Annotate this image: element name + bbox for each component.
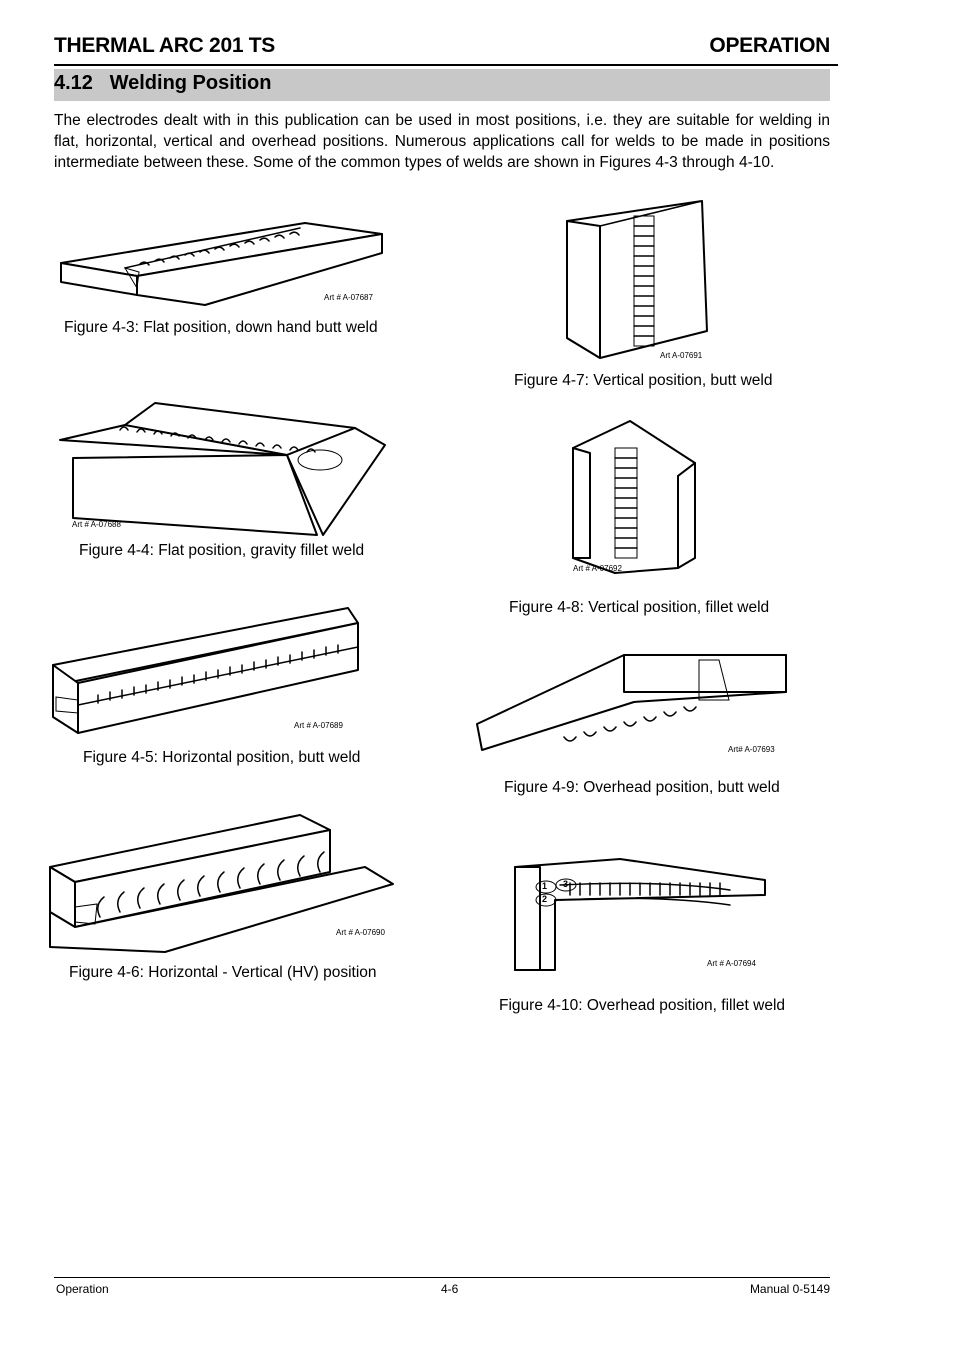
- figure-4-4-caption: Figure 4-4: Flat position, gravity fille…: [79, 542, 365, 559]
- intro-paragraph: The electrodes dealt with in this public…: [54, 112, 830, 171]
- section-title: 4.12 Welding Position: [54, 72, 272, 94]
- figure-4-6-caption: Figure 4-6: Horizontal - Vertical (HV) p…: [69, 964, 377, 981]
- figure-4-4-illustration: [59, 402, 386, 536]
- figure-4-6-art-number: Art # A-07690: [336, 928, 385, 937]
- figure-4-3-caption: Figure 4-3: Flat position, down hand but…: [64, 319, 378, 336]
- figure-4-10-illustration: [514, 858, 766, 971]
- figure-4-8-illustration: [572, 420, 696, 574]
- figure-4-10-bead-2: 2: [542, 894, 548, 904]
- figure-4-9-art-number: Art# A-07693: [728, 745, 775, 754]
- header-rule: [54, 64, 838, 66]
- figure-4-9-illustration: [476, 654, 787, 751]
- figure-4-7-illustration: [566, 200, 708, 359]
- footer-left: Operation: [56, 1282, 109, 1296]
- figure-4-4-art-number: Art # A-07688: [72, 520, 121, 529]
- footer-page-number: 4-6: [441, 1282, 459, 1296]
- figure-4-5-caption: Figure 4-5: Horizontal position, butt we…: [83, 749, 361, 766]
- figure-4-10-bead-1: 1: [542, 881, 548, 891]
- document-title: THERMAL ARC 201 TS: [54, 34, 275, 57]
- figure-4-8-art-number: Art # A-07692: [573, 564, 622, 573]
- figure-4-3-art-number: Art # A-07687: [324, 293, 373, 302]
- section-heading-bar: [54, 69, 830, 101]
- footer-rule: [54, 1277, 830, 1278]
- figure-4-10-bead-3: 3: [563, 879, 569, 889]
- figure-4-9-caption: Figure 4-9: Overhead position, butt weld: [504, 779, 780, 796]
- figure-4-8-caption: Figure 4-8: Vertical position, fillet we…: [509, 599, 770, 616]
- chapter-title: OPERATION: [709, 34, 830, 57]
- figure-4-5-art-number: Art # A-07689: [294, 721, 343, 730]
- figure-4-3-illustration: [60, 222, 383, 306]
- figure-4-7-art-number: Art A-07691: [660, 351, 703, 360]
- footer-right: Manual 0-5149: [749, 1282, 830, 1296]
- figure-4-6-illustration: [49, 814, 394, 953]
- figure-4-10-caption: Figure 4-10: Overhead position, fillet w…: [499, 997, 786, 1014]
- figure-4-10-art-number: Art # A-07694: [707, 959, 756, 968]
- figure-4-5-illustration: [52, 607, 359, 734]
- figure-4-7-caption: Figure 4-7: Vertical position, butt weld: [514, 372, 773, 389]
